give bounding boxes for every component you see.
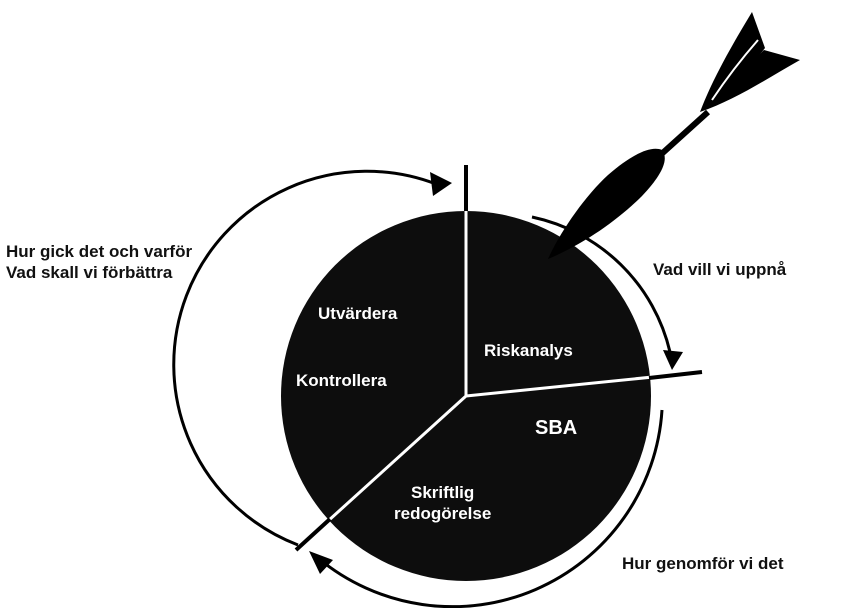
segment-label-written-line2: redogörelse: [394, 503, 491, 524]
divider-bottom-outer: [296, 519, 330, 550]
divider-right-outer: [649, 372, 702, 378]
segment-label-written: Skriftlig redogörelse: [394, 482, 491, 525]
segment-label-control: Kontrollera: [296, 370, 387, 391]
segment-label-sba: SBA: [535, 416, 577, 441]
dart-shaft: [646, 112, 708, 168]
outer-label-left: Hur gick det och varför Vad skall vi för…: [6, 241, 192, 284]
arrow-head-bottom: [309, 551, 333, 574]
segment-label-evaluate: Utvärdera: [318, 303, 397, 324]
outer-label-left-line1: Hur gick det och varför: [6, 241, 192, 262]
arrow-head-top: [430, 172, 452, 196]
outer-label-bottom-right: Hur genomför vi det: [622, 553, 784, 574]
dart-icon: [548, 12, 800, 259]
segment-label-risk: Riskanalys: [484, 340, 573, 361]
segment-label-written-line1: Skriftlig: [394, 482, 491, 503]
arrow-head-right: [663, 350, 683, 370]
outer-label-left-line2: Vad skall vi förbättra: [6, 262, 192, 283]
outer-label-right: Vad vill vi uppnå: [653, 259, 786, 280]
